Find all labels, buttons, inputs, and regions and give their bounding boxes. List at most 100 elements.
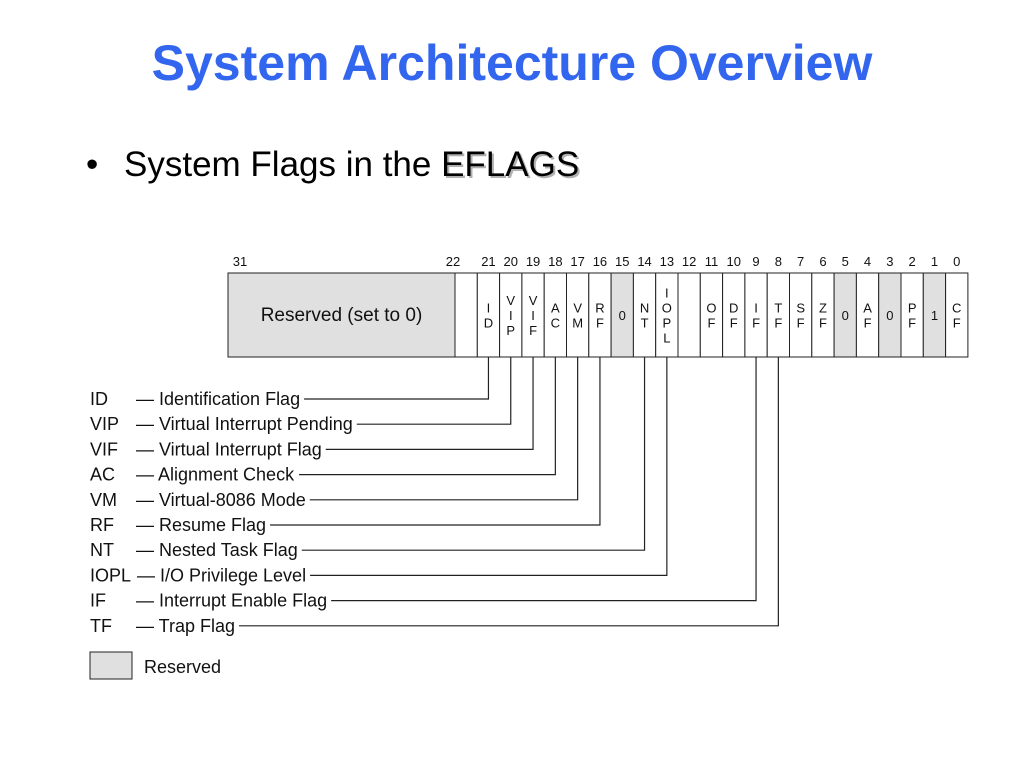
bit-19-label: I [531, 308, 535, 323]
bit-11-label: F [707, 316, 715, 331]
bit-number-19: 19 [526, 254, 540, 269]
bit-20-label: I [509, 308, 513, 323]
bit-15-label: 0 [619, 308, 626, 323]
bit-20-label: P [506, 323, 515, 338]
bit-19-label: F [529, 323, 537, 338]
bit-8-label: F [774, 316, 782, 331]
slide-title: System Architecture Overview [151, 35, 873, 91]
leader-line-vip [356, 357, 512, 425]
leader-line-nt [301, 357, 646, 551]
legend-desc-vip: — Virtual Interrupt Pending [136, 414, 353, 434]
bit-0-label: F [953, 316, 961, 331]
bit-cell-0 [945, 272, 969, 358]
bit-number-21: 21 [481, 254, 495, 269]
legend-abbr-ac: AC [90, 465, 115, 485]
bit-7-label: S [796, 301, 805, 316]
bit-0-label: C [952, 301, 961, 316]
bit-number-12: 12 [682, 254, 696, 269]
bit-9-label: F [752, 316, 760, 331]
legend-desc-if: — Interrupt Enable Flag [136, 591, 327, 611]
legend-desc-rf: — Resume Flag [136, 515, 266, 535]
bit-number-0: 0 [953, 254, 960, 269]
bit-number-16: 16 [593, 254, 607, 269]
bit-10-label: D [729, 301, 738, 316]
bit-cell-22 [454, 272, 478, 358]
bit-number-18: 18 [548, 254, 562, 269]
leader-line-rf [270, 357, 601, 526]
legend-desc-id: — Identification Flag [136, 389, 300, 409]
legend-abbr-rf: RF [90, 515, 114, 535]
bit-6-label: F [819, 316, 827, 331]
reserved-block [227, 272, 456, 358]
bit-number-10: 10 [727, 254, 741, 269]
leader-line-vif [325, 357, 534, 450]
leader-line-vm [309, 357, 579, 501]
bit-14-label: N [640, 301, 649, 316]
bit-5-label: 0 [842, 308, 849, 323]
legend-abbr-vm: VM [90, 490, 117, 510]
bit-number-20: 20 [504, 254, 518, 269]
bit-number-8: 8 [775, 254, 782, 269]
legend-desc-nt: — Nested Task Flag [136, 540, 298, 560]
legend-desc-ac: — Alignment Check [136, 465, 295, 485]
bit-4-label: A [863, 301, 872, 316]
bullet-item: • System Flags in the EFLAGS [86, 145, 579, 185]
bit-1-label: 1 [931, 308, 938, 323]
legend-abbr-iopl: IOPL [90, 565, 131, 585]
bullet-text: System Flags in the [124, 145, 442, 184]
reserved-key-label: Reserved [144, 657, 221, 677]
leader-line-id [304, 357, 490, 400]
legend-abbr-if: IF [90, 591, 106, 611]
reserved-key-swatch [89, 651, 133, 680]
bit-number-22: 22 [446, 254, 460, 269]
bit-8-label: T [774, 301, 782, 316]
bit-6-label: Z [819, 301, 827, 316]
legend-abbr-id: ID [90, 389, 108, 409]
bit-cell-12 [677, 272, 701, 358]
bit-19-label: V [529, 293, 538, 308]
bit-number-9: 9 [752, 254, 759, 269]
leader-line-tf [239, 357, 779, 627]
bit-2-label: F [908, 316, 916, 331]
bit-16-label: R [595, 301, 604, 316]
bit-21-label: I [487, 301, 491, 316]
leader-line-ac [299, 357, 556, 476]
bit-17-label: V [573, 301, 582, 316]
bit-number-2: 2 [909, 254, 916, 269]
bit-13-label: P [663, 316, 672, 331]
bit-9-label: I [754, 301, 758, 316]
bit-number-13: 13 [660, 254, 674, 269]
bit-13-label: O [662, 301, 672, 316]
bit-18-label: C [551, 316, 560, 331]
legend-abbr-nt: NT [90, 540, 114, 560]
legend-desc-iopl: — I/O Privilege Level [137, 565, 306, 585]
bit-13-label: I [665, 286, 669, 301]
bit-number-14: 14 [637, 254, 651, 269]
bit-20-label: V [506, 293, 515, 308]
bit-10-label: F [730, 316, 738, 331]
bit-2-label: P [908, 301, 917, 316]
legend-desc-vif: — Virtual Interrupt Flag [136, 439, 322, 459]
bit-7-label: F [797, 316, 805, 331]
bit-21-label: D [484, 316, 493, 331]
legend-abbr-tf: TF [90, 616, 112, 636]
bit-13-label: L [663, 331, 670, 346]
bit-17-label: M [572, 316, 583, 331]
bullet-dot-icon: • [86, 145, 99, 184]
bit-11-label: O [706, 301, 716, 316]
bit-16-label: F [596, 316, 604, 331]
bullet-keyword: EFLAGS [441, 145, 580, 184]
bit-number-1: 1 [931, 254, 938, 269]
bit-number-6: 6 [819, 254, 826, 269]
legend-abbr-vif: VIF [90, 439, 118, 459]
bit-14-label: T [641, 316, 649, 331]
bit-number-5: 5 [842, 254, 849, 269]
legend-desc-tf: — Trap Flag [136, 616, 235, 636]
bit-4-label: F [864, 316, 872, 331]
bit-number-31: 31 [233, 254, 247, 269]
bit-3-label: 0 [886, 308, 893, 323]
bit-number-15: 15 [615, 254, 629, 269]
leader-line-iopl [310, 357, 668, 576]
bit-number-11: 11 [705, 254, 719, 269]
